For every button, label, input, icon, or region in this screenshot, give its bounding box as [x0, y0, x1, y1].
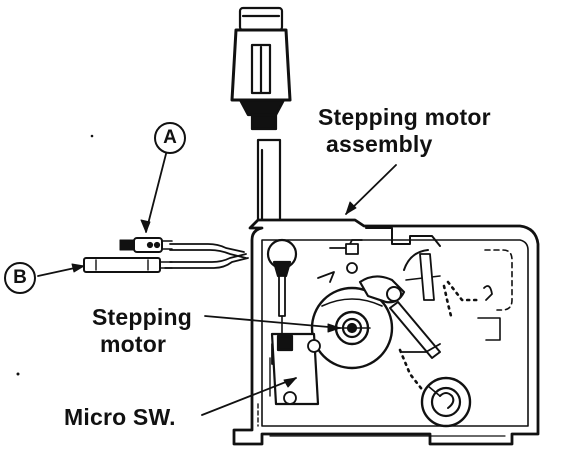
micro-switch: [257, 332, 321, 427]
stepping-motor-label-line-1: Stepping: [92, 304, 192, 330]
stepping-motor-assembly-label: Stepping motor assembly: [318, 104, 491, 158]
connector-leaders: [37, 149, 168, 277]
lamp-unit: [230, 6, 292, 131]
support-column: [256, 138, 282, 230]
connector-b-badge: B: [4, 262, 36, 294]
connector-a: [119, 237, 173, 253]
stepping-motor: [310, 286, 394, 370]
connector-a-badge: A: [154, 122, 186, 154]
assembly-label-line-2: assembly: [326, 131, 433, 157]
gear-wheel: [420, 376, 472, 428]
wire-harness: [164, 243, 249, 269]
assembly-label-line-1: Stepping motor: [318, 104, 491, 130]
linkage: [358, 249, 441, 359]
micro-switch-label: Micro SW.: [64, 404, 176, 430]
label-leaders: [201, 164, 397, 416]
connector-b: [83, 257, 173, 273]
stepping-motor-label: Stepping motor: [92, 304, 192, 358]
top-bracket: [317, 227, 493, 301]
background-marks: [16, 134, 94, 376]
stepping-motor-label-line-2: motor: [100, 331, 167, 357]
spring-path: [398, 280, 480, 394]
